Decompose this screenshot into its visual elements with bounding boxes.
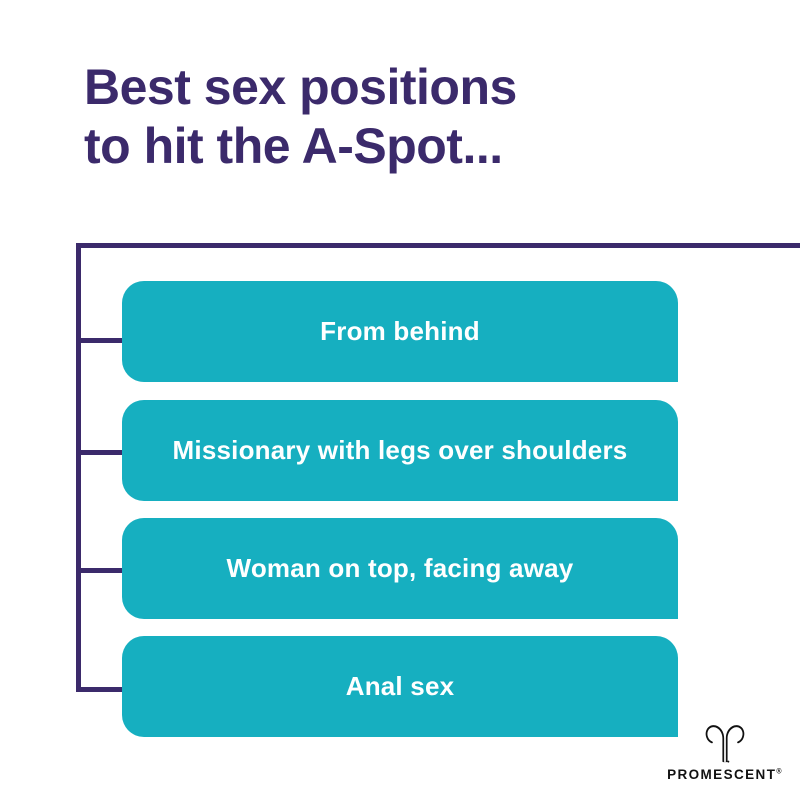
bracket-stub-3 — [76, 568, 128, 573]
bracket-top-arm — [76, 243, 800, 248]
list-item-label: Woman on top, facing away — [226, 553, 574, 583]
list-item[interactable]: Anal sex — [122, 636, 678, 737]
bracket-spine — [76, 243, 81, 692]
list-item-label: Anal sex — [345, 671, 455, 701]
brand-logo: PROMESCENT® — [666, 722, 784, 782]
list-item[interactable]: Missionary with legs over shoulders — [122, 400, 678, 501]
aries-ram-horns-icon — [705, 725, 745, 763]
page-title: Best sex positions to hit the A-Spot... — [84, 59, 517, 174]
brand-wordmark-text: PROMESCENT — [667, 767, 777, 782]
bracket-stub-2 — [76, 450, 128, 455]
bracket-stub-1 — [76, 338, 128, 343]
brand-wordmark: PROMESCENT® — [667, 767, 783, 782]
list-item[interactable]: Woman on top, facing away — [122, 518, 678, 619]
bracket-bottom-arm — [76, 687, 128, 692]
list-item-label: From behind — [320, 316, 480, 346]
list-item-label: Missionary with legs over shoulders — [172, 435, 628, 465]
list-item[interactable]: From behind — [122, 281, 678, 382]
registered-trademark-mark: ® — [776, 768, 783, 776]
